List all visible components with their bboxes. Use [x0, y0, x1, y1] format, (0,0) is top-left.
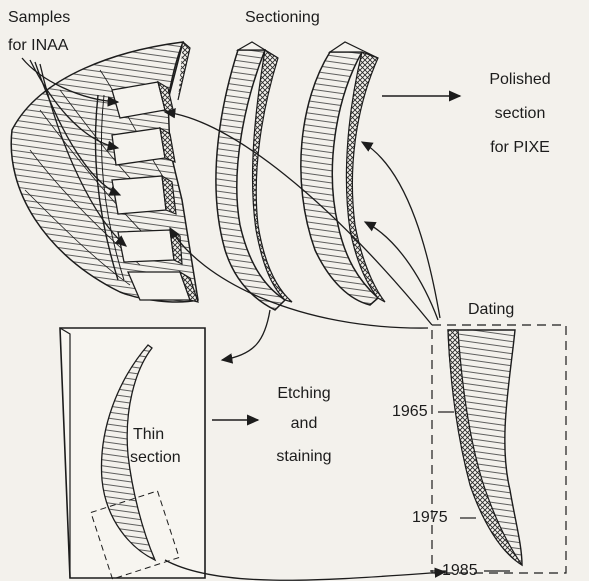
etching-label-line2: and [262, 414, 346, 433]
dating-year-1975: 1975 [412, 508, 448, 527]
to-thin-section-arrow [222, 310, 270, 360]
dating-label: Dating [468, 300, 514, 319]
samples-label-line2: for INAA [8, 36, 68, 55]
thin-section-label-line1: Thin [133, 425, 164, 444]
etching-label-line1: Etching [262, 384, 346, 403]
dating-panel [430, 325, 566, 573]
zoom-to-dating-arrow [165, 560, 445, 580]
whole-shell [11, 42, 198, 302]
sectioning-slice-2 [301, 42, 385, 305]
dating-year-1965: 1965 [392, 402, 428, 421]
polished-label-line3: for PIXE [475, 138, 565, 157]
thin-section-label-line2: section [130, 448, 181, 467]
etching-label-line3: staining [262, 447, 346, 466]
polished-label-line1: Polished [475, 70, 565, 89]
sectioning-label: Sectioning [245, 8, 320, 27]
polished-label-line2: section [475, 104, 565, 123]
sectioning-slice-1 [216, 42, 292, 310]
samples-label-line1: Samples [8, 8, 70, 27]
dating-year-1985: 1985 [442, 561, 478, 580]
